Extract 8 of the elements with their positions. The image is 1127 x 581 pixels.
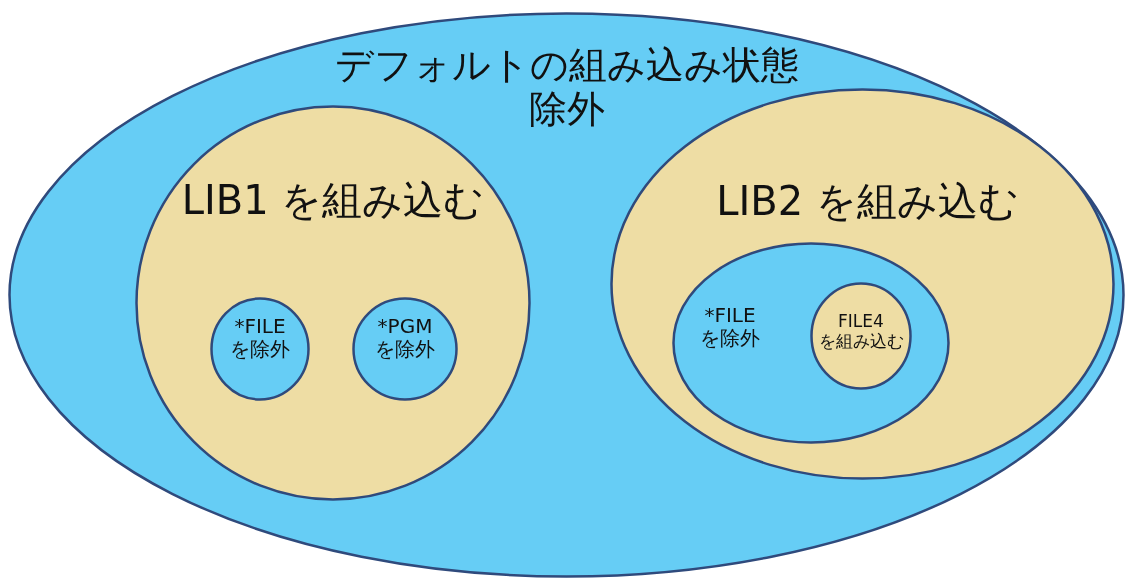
region-label: デフォルトの組み込み状態 [333,44,800,88]
region-label: *FILE を除外 [229,315,291,361]
region-value: 除外 [527,87,606,132]
region-label: *PGM を除外 [374,315,436,361]
region-label: LIB1 を組み込む [180,177,486,223]
region-label: *FILE を除外 [699,304,761,350]
region-label: FILE4 を組み込む [817,312,905,352]
region-label: LIB2 を組み込む [715,178,1020,224]
